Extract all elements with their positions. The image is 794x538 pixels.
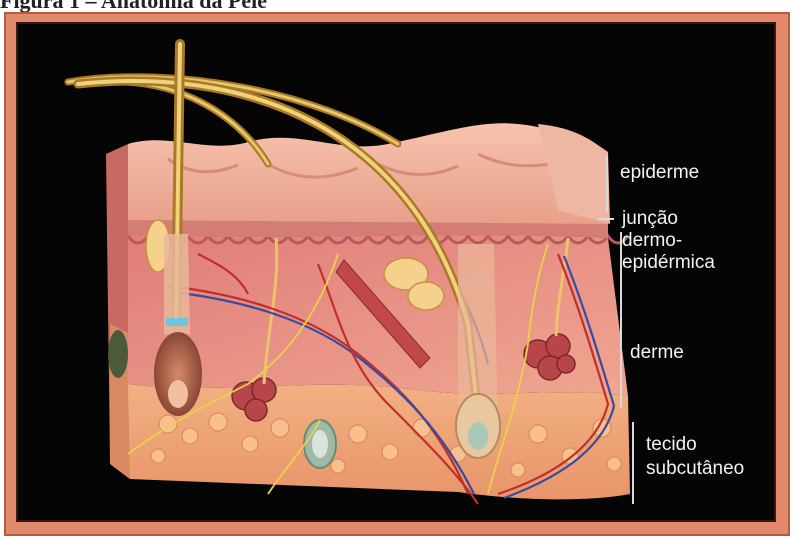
figure-caption: Figura 1 – Anatomia da Pele xyxy=(0,0,267,10)
diagram-panel: epiderme junção dermo- epidérmica derme … xyxy=(16,22,776,522)
label-juncao-line3: epidérmica xyxy=(622,252,715,274)
skin-block-side xyxy=(106,144,130,479)
label-epiderme: epiderme xyxy=(620,162,699,184)
bracket-epiderme xyxy=(606,156,608,212)
label-derme: derme xyxy=(630,342,684,364)
hair-follicle-right xyxy=(456,244,500,458)
bracket-tecido xyxy=(632,422,634,504)
label-tecido-line1: tecido xyxy=(646,434,697,456)
tick-juncao xyxy=(598,218,614,220)
pacinian-corpuscle xyxy=(304,420,336,468)
subcutaneous-layer xyxy=(128,384,630,499)
bracket-derme xyxy=(620,232,622,408)
label-juncao-line1: junção xyxy=(622,208,678,230)
label-tecido-line2: subcutâneo xyxy=(646,458,744,480)
label-juncao-line2: dermo- xyxy=(622,230,682,252)
left-edge-structure xyxy=(108,330,128,378)
